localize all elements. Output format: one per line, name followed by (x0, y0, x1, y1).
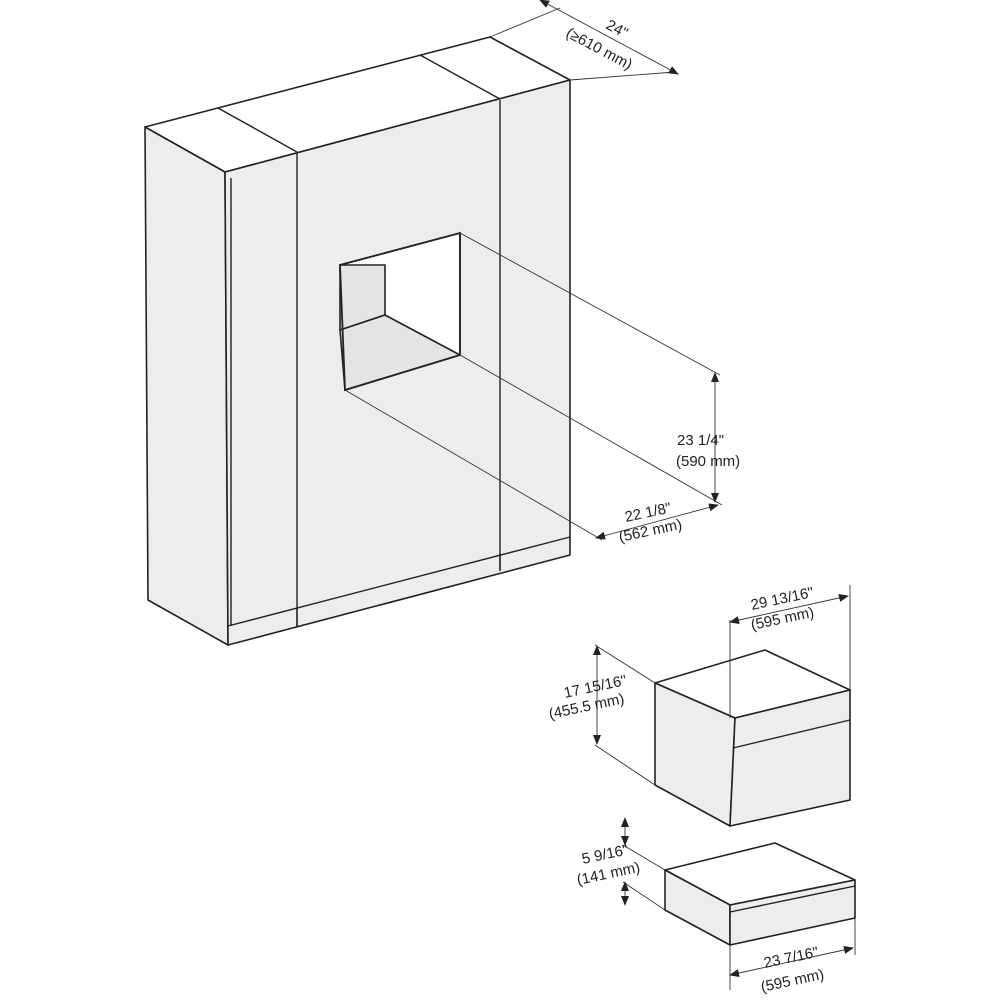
dimension-oven-height: 17 15/16" (455.5 mm) (547, 644, 656, 786)
dimension-drawer-width: 23 7/16" (595 mm) (729, 918, 856, 996)
cabinet-depth-imperial: 24" (603, 17, 630, 42)
dimension-niche-height: 23 1/4" (590 mm) (459, 232, 740, 506)
warming-drawer (664, 842, 856, 946)
oven-appliance (654, 649, 851, 827)
niche-height-metric: (590 mm) (676, 453, 740, 470)
cabinet-side (144, 126, 229, 646)
tall-cabinet (144, 36, 571, 646)
niche-height-imperial: 23 1/4" (677, 432, 724, 449)
dimension-drawer-height: 5 9/16" (141 mm) (575, 817, 666, 911)
